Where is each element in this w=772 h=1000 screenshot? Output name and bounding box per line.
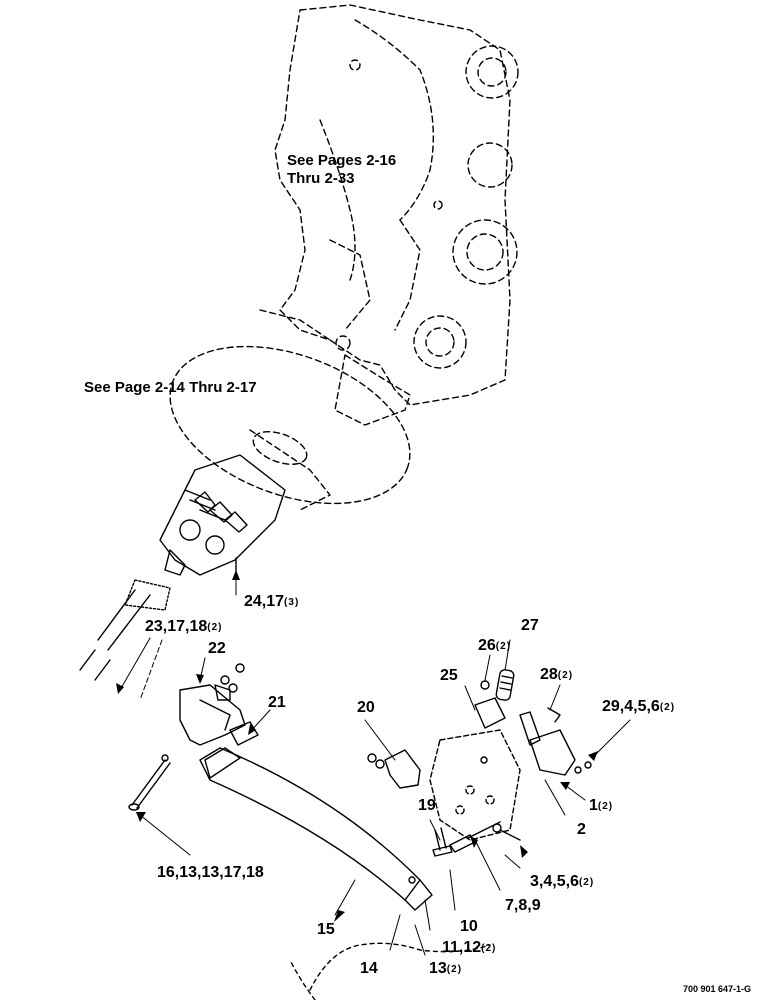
- callout-15: 15: [317, 921, 335, 938]
- callout-20: 20: [357, 699, 375, 716]
- holder-25: [474, 680, 506, 764]
- callout-19: 19: [418, 797, 436, 814]
- callout-26-qty: (2): [495, 641, 512, 652]
- latch-2: [519, 707, 592, 776]
- callout-3-4-5-6-text: 3,4,5,6: [530, 873, 579, 890]
- pin-10: [449, 821, 501, 853]
- callout-23-17-18-qty: (2): [207, 622, 223, 633]
- callout-16-13-13-17-18: 16,13,13,17,18: [157, 864, 264, 881]
- callout-11-12-text: 11,12: [442, 939, 482, 956]
- callout-7-8-9: 7,8,9: [505, 897, 541, 914]
- gearbox-housing: [259, 4, 519, 426]
- callout-1-qty: (2): [597, 801, 614, 812]
- callout-11-12-qty: (2): [481, 943, 497, 954]
- callout-13-qty: (2): [446, 964, 463, 975]
- reference-note-pages-2-16-text: See Pages 2-16 Thru 2-33: [287, 152, 397, 187]
- callout-3-4-5-6: 3,4,5,6(2): [530, 873, 594, 891]
- callout-13: 13(2): [429, 960, 462, 978]
- callout-28: 28(2): [540, 666, 573, 684]
- callout-29-4-5-6-text: 29,4,5,6: [602, 698, 660, 715]
- callout-24-17-text: 24,17: [244, 593, 285, 610]
- callout-27: 27: [521, 617, 539, 634]
- callout-14: 14: [360, 960, 378, 977]
- callout-26: 26(2): [478, 637, 511, 655]
- callout-21: 21: [268, 694, 286, 711]
- callout-29-4-5-6-qty: (2): [659, 702, 676, 713]
- callout-29-4-5-6: 29,4,5,6(2): [602, 698, 675, 716]
- callout-23-17-18: 23,17,18(2): [145, 618, 223, 636]
- callout-1: 1(2): [589, 797, 613, 815]
- callout-28-qty: (2): [557, 670, 574, 681]
- bolt-16: [128, 754, 171, 811]
- bracket-22: [179, 663, 246, 746]
- reference-note-pages-2-16: See Pages 2-16 Thru 2-33: [287, 152, 396, 188]
- callout-1-text: 1: [589, 797, 598, 814]
- callout-3-4-5-6-qty: (2): [578, 877, 595, 888]
- callout-24-17: 24,17(3): [244, 593, 299, 611]
- callout-25: 25: [440, 667, 458, 684]
- callout-10: 10: [460, 918, 478, 935]
- pin-27: [495, 669, 515, 701]
- callout-24-17-qty: (3): [284, 597, 300, 608]
- pto-driveline: [79, 454, 286, 681]
- tube-21: [204, 721, 259, 779]
- curved-arm-15: [199, 747, 433, 911]
- cutter-disk: [169, 345, 411, 511]
- mount-plate: [429, 729, 521, 841]
- callout-11-12: 11,12(2): [442, 939, 496, 957]
- figure-id: 700 901 647-1-G: [683, 984, 752, 994]
- callout-13-text: 13: [429, 960, 447, 977]
- callout-23-17-18-text: 23,17,18: [145, 618, 208, 635]
- bracket-20: [367, 749, 421, 789]
- callout-2: 2: [577, 821, 586, 838]
- reference-note-page-2-14: See Page 2-14 Thru 2-17: [84, 379, 257, 396]
- screw-3: [492, 823, 521, 841]
- callout-28-text: 28: [540, 666, 558, 683]
- bolt-19: [432, 827, 453, 857]
- callout-22: 22: [208, 640, 226, 657]
- callout-26-text: 26: [478, 637, 496, 654]
- frame-outline: [289, 942, 491, 1000]
